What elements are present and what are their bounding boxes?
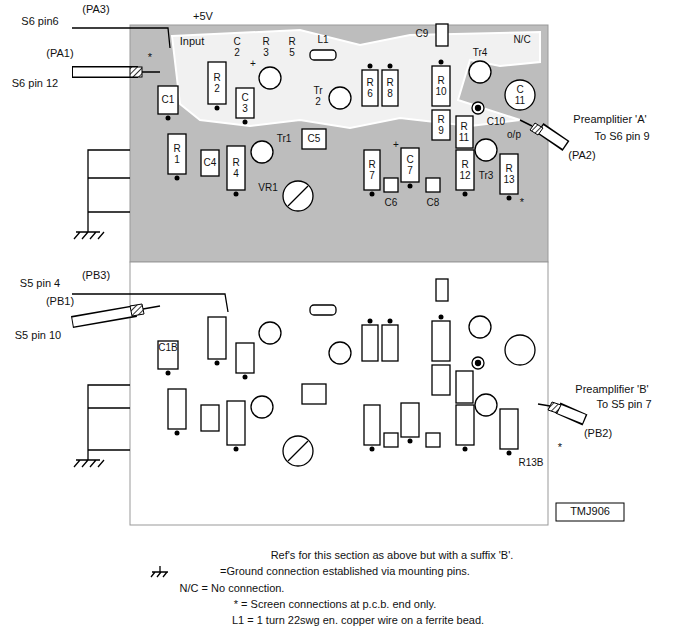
note: * = Screen connections at p.c.b. end onl… xyxy=(234,599,437,611)
part-name: C9 xyxy=(416,29,429,40)
pin-label: S6 pin6 xyxy=(21,16,58,28)
note: L1 = 1 turn 22swg en. copper wire on a f… xyxy=(232,615,484,627)
coax-cables xyxy=(72,67,585,420)
signal-label: Input xyxy=(180,36,204,48)
signal-label: +5V xyxy=(193,11,213,23)
pin-label: (PA2) xyxy=(568,150,595,162)
drawing-number-box xyxy=(556,503,624,521)
signal-label: o/p xyxy=(507,130,521,141)
part-name: C 7 xyxy=(406,155,413,176)
pin-label: S5 pin 4 xyxy=(20,278,60,290)
part-name: C10 xyxy=(487,117,505,128)
part-name: C5 xyxy=(308,134,321,145)
part-name: L1 xyxy=(317,35,328,46)
components-a xyxy=(158,24,535,211)
note: =Ground connection established via mount… xyxy=(220,566,470,578)
module-name: Preamplifier 'B' xyxy=(575,384,648,396)
part-name: R 3 xyxy=(262,37,269,58)
pin-label: (PA3) xyxy=(82,4,109,16)
polarity-mark: + xyxy=(393,140,399,151)
part-name: C1B xyxy=(158,343,177,354)
part-name: C1 xyxy=(162,95,175,106)
pin-label: To S5 pin 7 xyxy=(596,399,651,411)
part-name: R 9 xyxy=(437,115,444,136)
part-name: C4 xyxy=(204,158,217,169)
part-name: C 3 xyxy=(241,93,248,114)
part-name: R 6 xyxy=(366,78,373,99)
pin-label: (PB2) xyxy=(584,428,612,440)
pin-label: S5 pin 10 xyxy=(15,330,61,342)
board-a xyxy=(130,25,548,262)
part-name: R 8 xyxy=(386,78,393,99)
part-name: R13B xyxy=(518,458,543,469)
part-name: Tr3 xyxy=(479,171,494,182)
part-name: R 7 xyxy=(368,160,375,181)
pin-label: (PB3) xyxy=(82,270,110,282)
part-name: Tr1 xyxy=(277,134,292,145)
part-name: R 11 xyxy=(459,122,469,143)
part-name: C 2 xyxy=(233,37,240,58)
note: N/C = No connection. xyxy=(180,583,285,595)
part-name: R 10 xyxy=(435,76,446,97)
part-name: R 12 xyxy=(459,160,470,181)
part-name: R 1 xyxy=(173,144,180,165)
part-name: R 13 xyxy=(503,164,514,185)
part-name: Tr 2 xyxy=(313,86,322,107)
part-name: C6 xyxy=(385,198,398,209)
wires xyxy=(72,28,228,577)
pin-label: (PB1) xyxy=(46,296,74,308)
part-name: VR1 xyxy=(258,183,277,194)
polarity-mark: + xyxy=(250,59,256,70)
screen-mark: * xyxy=(520,197,524,209)
board-b xyxy=(130,262,548,525)
pin-label: (PA1) xyxy=(46,48,73,60)
part-name: R 2 xyxy=(213,73,220,94)
note: Ref's for this section as above but with… xyxy=(271,550,514,562)
part-name: C 11 xyxy=(515,85,525,106)
components-b xyxy=(158,279,535,466)
part-name: C8 xyxy=(427,198,440,209)
screen-mark: * xyxy=(148,52,152,64)
pin-label: S6 pin 12 xyxy=(12,78,58,90)
screen-mark: * xyxy=(558,442,562,454)
part-name: N/C xyxy=(513,35,530,46)
part-name: R 5 xyxy=(288,37,295,58)
part-name: R 4 xyxy=(232,158,239,179)
module-name: Preamplitier 'A' xyxy=(573,114,646,126)
drawing-number: TMJ906 xyxy=(570,506,610,518)
pin-label: To S6 pin 9 xyxy=(594,131,649,143)
part-name: Tr4 xyxy=(473,48,488,59)
